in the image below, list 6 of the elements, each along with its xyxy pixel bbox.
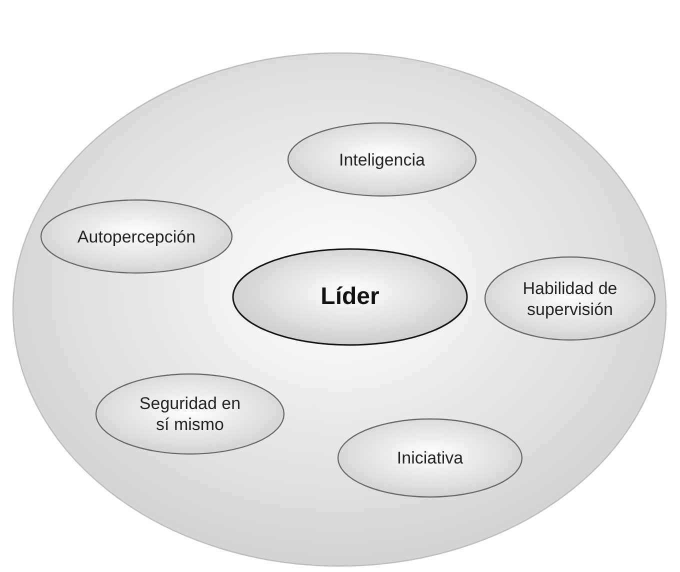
node-label: Autopercepción [77,226,196,248]
node-label: Iniciativa [396,447,464,469]
node-label: Habilidad de supervisión [522,277,618,320]
central-label: Líder [320,282,380,312]
node-label: Inteligencia [338,148,425,170]
node-label: Seguridad en sí mismo [138,392,242,436]
